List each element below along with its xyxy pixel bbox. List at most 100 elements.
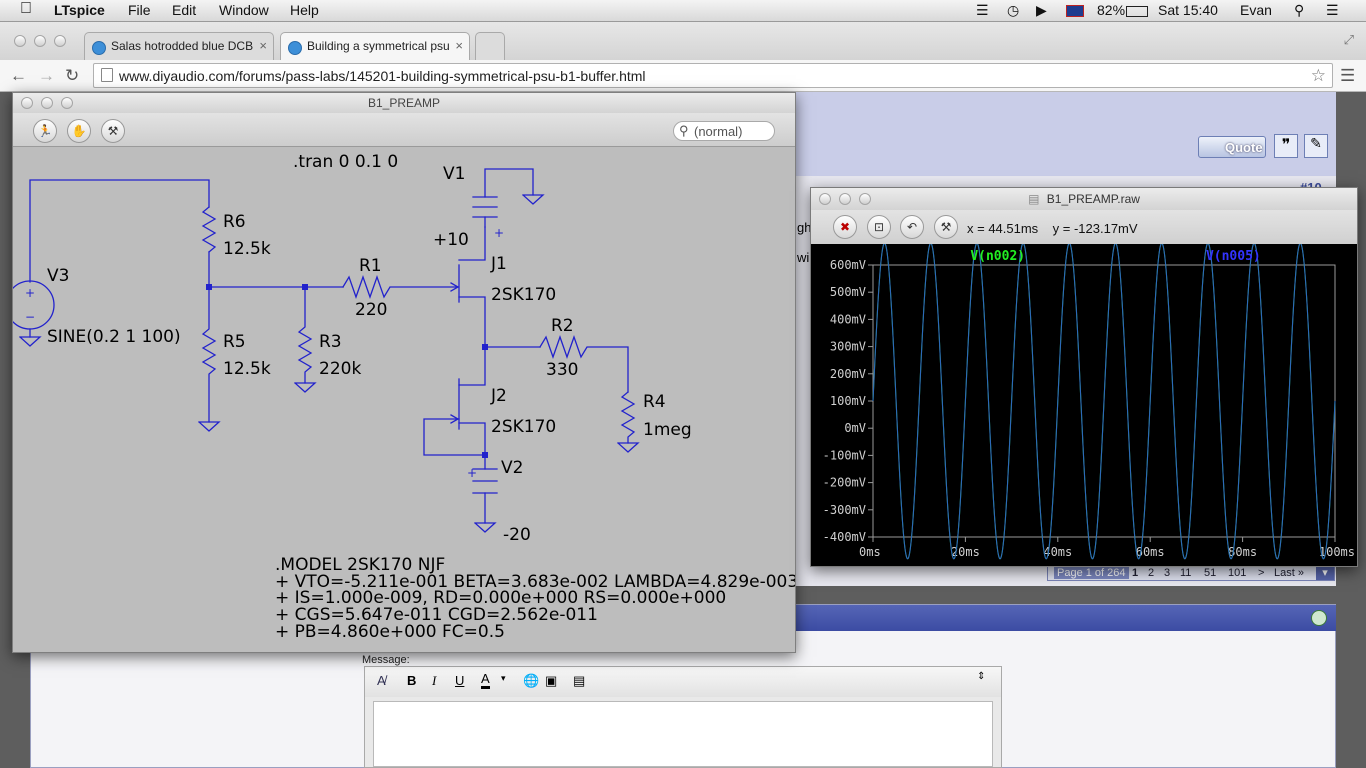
quote-button[interactable]: Quote — [1198, 136, 1266, 158]
minimize-window-button[interactable] — [41, 97, 53, 109]
close-window-button[interactable] — [14, 35, 26, 47]
page-link[interactable]: 1 — [1132, 567, 1139, 579]
menu-app-name[interactable]: LTspice — [54, 2, 105, 18]
zoom-window-button[interactable] — [859, 193, 871, 205]
tab-strip: Salas hotrodded blue DCB × Building a sy… — [0, 22, 1366, 60]
y-tick-label: 600mV — [830, 258, 866, 272]
r6-label: R6 — [223, 212, 246, 232]
pan-hand-icon[interactable]: ✋ — [67, 119, 91, 143]
close-window-button[interactable] — [819, 193, 831, 205]
zoom-window-button[interactable] — [54, 35, 66, 47]
new-tab-button[interactable] — [475, 32, 505, 60]
x-tick-label: 80ms — [1228, 545, 1257, 559]
gate-arrow — [450, 282, 460, 292]
v1-label: V1 — [443, 164, 465, 184]
wifi-icon[interactable]: ☰ — [976, 2, 989, 18]
page-link[interactable]: Last » — [1274, 567, 1304, 579]
insert-image-icon[interactable]: ▣ — [545, 673, 558, 688]
time-machine-icon[interactable]: ◷ — [1007, 2, 1020, 18]
flag-icon[interactable] — [1066, 5, 1084, 17]
apple-icon[interactable]:  — [20, 0, 32, 18]
resize-icon[interactable]: ⇕ — [977, 671, 986, 682]
close-window-button[interactable] — [21, 97, 33, 109]
component-search-field[interactable]: ⚲ (normal) — [673, 121, 775, 141]
insert-link-icon[interactable]: 🌐 — [523, 673, 540, 688]
cursor-readout: x = 44.51ms y = -123.17mV — [967, 221, 1138, 236]
battery-percent[interactable]: 82% — [1097, 2, 1126, 18]
wire — [29, 179, 210, 283]
r1-value: 220 — [355, 300, 387, 320]
spotlight-icon[interactable]: ⚲ — [1294, 2, 1305, 18]
menu-help[interactable]: Help — [290, 2, 319, 18]
tab-salas[interactable]: Salas hotrodded blue DCB × — [84, 32, 274, 60]
page-link[interactable]: > — [1258, 567, 1265, 579]
model-line: + CGS=5.647e-011 CGD=2.562e-011 — [275, 605, 598, 625]
j1-drain — [458, 226, 486, 261]
message-textarea[interactable] — [373, 701, 993, 767]
probe-icon[interactable]: ⚒ — [934, 215, 958, 239]
v3-minus-mark: − — [25, 310, 35, 324]
tab-building-symmetrical-psu[interactable]: Building a symmetrical psu × — [280, 32, 470, 60]
bookmark-star-icon[interactable]: ☆ — [1310, 66, 1326, 85]
minimize-window-button[interactable] — [34, 35, 46, 47]
clock[interactable]: Sat 15:40 — [1158, 2, 1218, 18]
menu-edit[interactable]: Edit — [172, 2, 197, 18]
underline-button[interactable]: U — [455, 673, 465, 688]
r4-symbol — [620, 391, 636, 444]
waveform-toolbar: ✖ ⊡ ↶ ⚒ x = 44.51ms y = -123.17mV — [811, 210, 1357, 244]
r1-label: R1 — [359, 256, 382, 276]
page-link[interactable]: 101 — [1228, 567, 1247, 579]
message-label: Message: — [362, 654, 410, 666]
url-text: www.diyaudio.com/forums/pass-labs/145201… — [119, 68, 646, 84]
menu-file[interactable]: File — [128, 2, 151, 18]
chrome-menu-icon[interactable]: ☰ — [1340, 66, 1356, 85]
j1-source — [458, 296, 486, 348]
close-tab-icon[interactable]: × — [455, 38, 463, 53]
trace-V(n005) — [872, 244, 1336, 560]
close-tab-icon[interactable]: × — [259, 38, 267, 53]
multiquote-icon[interactable]: ❞ — [1274, 134, 1298, 158]
model-line: + PB=4.860e+000 FC=0.5 — [275, 622, 505, 642]
page-link[interactable]: 11 — [1180, 567, 1192, 579]
model-line: .MODEL 2SK170 NJF — [275, 555, 445, 575]
chevron-down-icon[interactable]: ▾ — [501, 673, 506, 683]
menu-bar:  LTspice File Edit Window Help ☰ ◷ ▶ 82… — [0, 0, 1366, 22]
forward-icon[interactable]: → — [38, 66, 55, 85]
page-link[interactable]: 51 — [1204, 567, 1217, 579]
battery-icon[interactable] — [1126, 6, 1148, 17]
pagination-dropdown-icon[interactable]: ▾ — [1316, 566, 1334, 580]
bold-button[interactable]: B — [407, 673, 417, 688]
fullscreen-icon[interactable]: ⤢ — [1343, 32, 1354, 47]
run-simulation-icon[interactable]: 🏃 — [33, 119, 57, 143]
pagination: Page 1 of 264 1 2 3 11 51 101 > Last » ▾ — [1047, 565, 1335, 581]
volume-icon[interactable]: ▶ — [1036, 2, 1047, 18]
back-icon[interactable]: ← — [10, 66, 27, 85]
quick-reply-icon[interactable]: ✎ — [1304, 134, 1328, 158]
menu-window[interactable]: Window — [219, 2, 269, 18]
collapse-icon[interactable] — [1311, 610, 1327, 626]
font-color-button[interactable]: A — [481, 671, 490, 689]
autorange-icon[interactable]: ⊡ — [867, 215, 891, 239]
schematic-canvas[interactable]: + + + − .tran 0 0.1 0 V1 +10 R6 12.5k V3… — [13, 147, 795, 653]
page-icon — [101, 68, 113, 82]
ground-r3-icon — [294, 382, 317, 393]
editor-toolbar: A̸ B I U A ▾ 🌐 ▣ ▤ ⇕ — [365, 667, 1001, 697]
reload-icon[interactable]: ↻ — [65, 66, 80, 85]
junction — [482, 452, 488, 458]
waveform-plot[interactable]: 600mV500mV400mV300mV200mV100mV0mV-100mV-… — [811, 244, 1357, 566]
minimize-window-button[interactable] — [839, 193, 851, 205]
page-link[interactable]: 3 — [1164, 567, 1171, 579]
waveform-title-bar: ▤ B1_PREAMP.raw — [811, 188, 1357, 210]
zoom-window-button[interactable] — [61, 97, 73, 109]
insert-quote-icon[interactable]: ▤ — [573, 673, 586, 688]
y-tick-label: 400mV — [830, 312, 866, 326]
url-bar[interactable]: www.diyaudio.com/forums/pass-labs/145201… — [93, 63, 1333, 88]
probe-icon[interactable]: ⚒ — [101, 119, 125, 143]
notification-center-icon[interactable]: ☰ — [1326, 2, 1339, 18]
delete-trace-icon[interactable]: ✖ — [833, 215, 857, 239]
user-name[interactable]: Evan — [1240, 2, 1272, 18]
remove-format-icon[interactable]: A̸ — [377, 673, 386, 688]
italic-button[interactable]: I — [432, 673, 437, 688]
zoom-back-icon[interactable]: ↶ — [900, 215, 924, 239]
page-link[interactable]: 2 — [1148, 567, 1155, 579]
